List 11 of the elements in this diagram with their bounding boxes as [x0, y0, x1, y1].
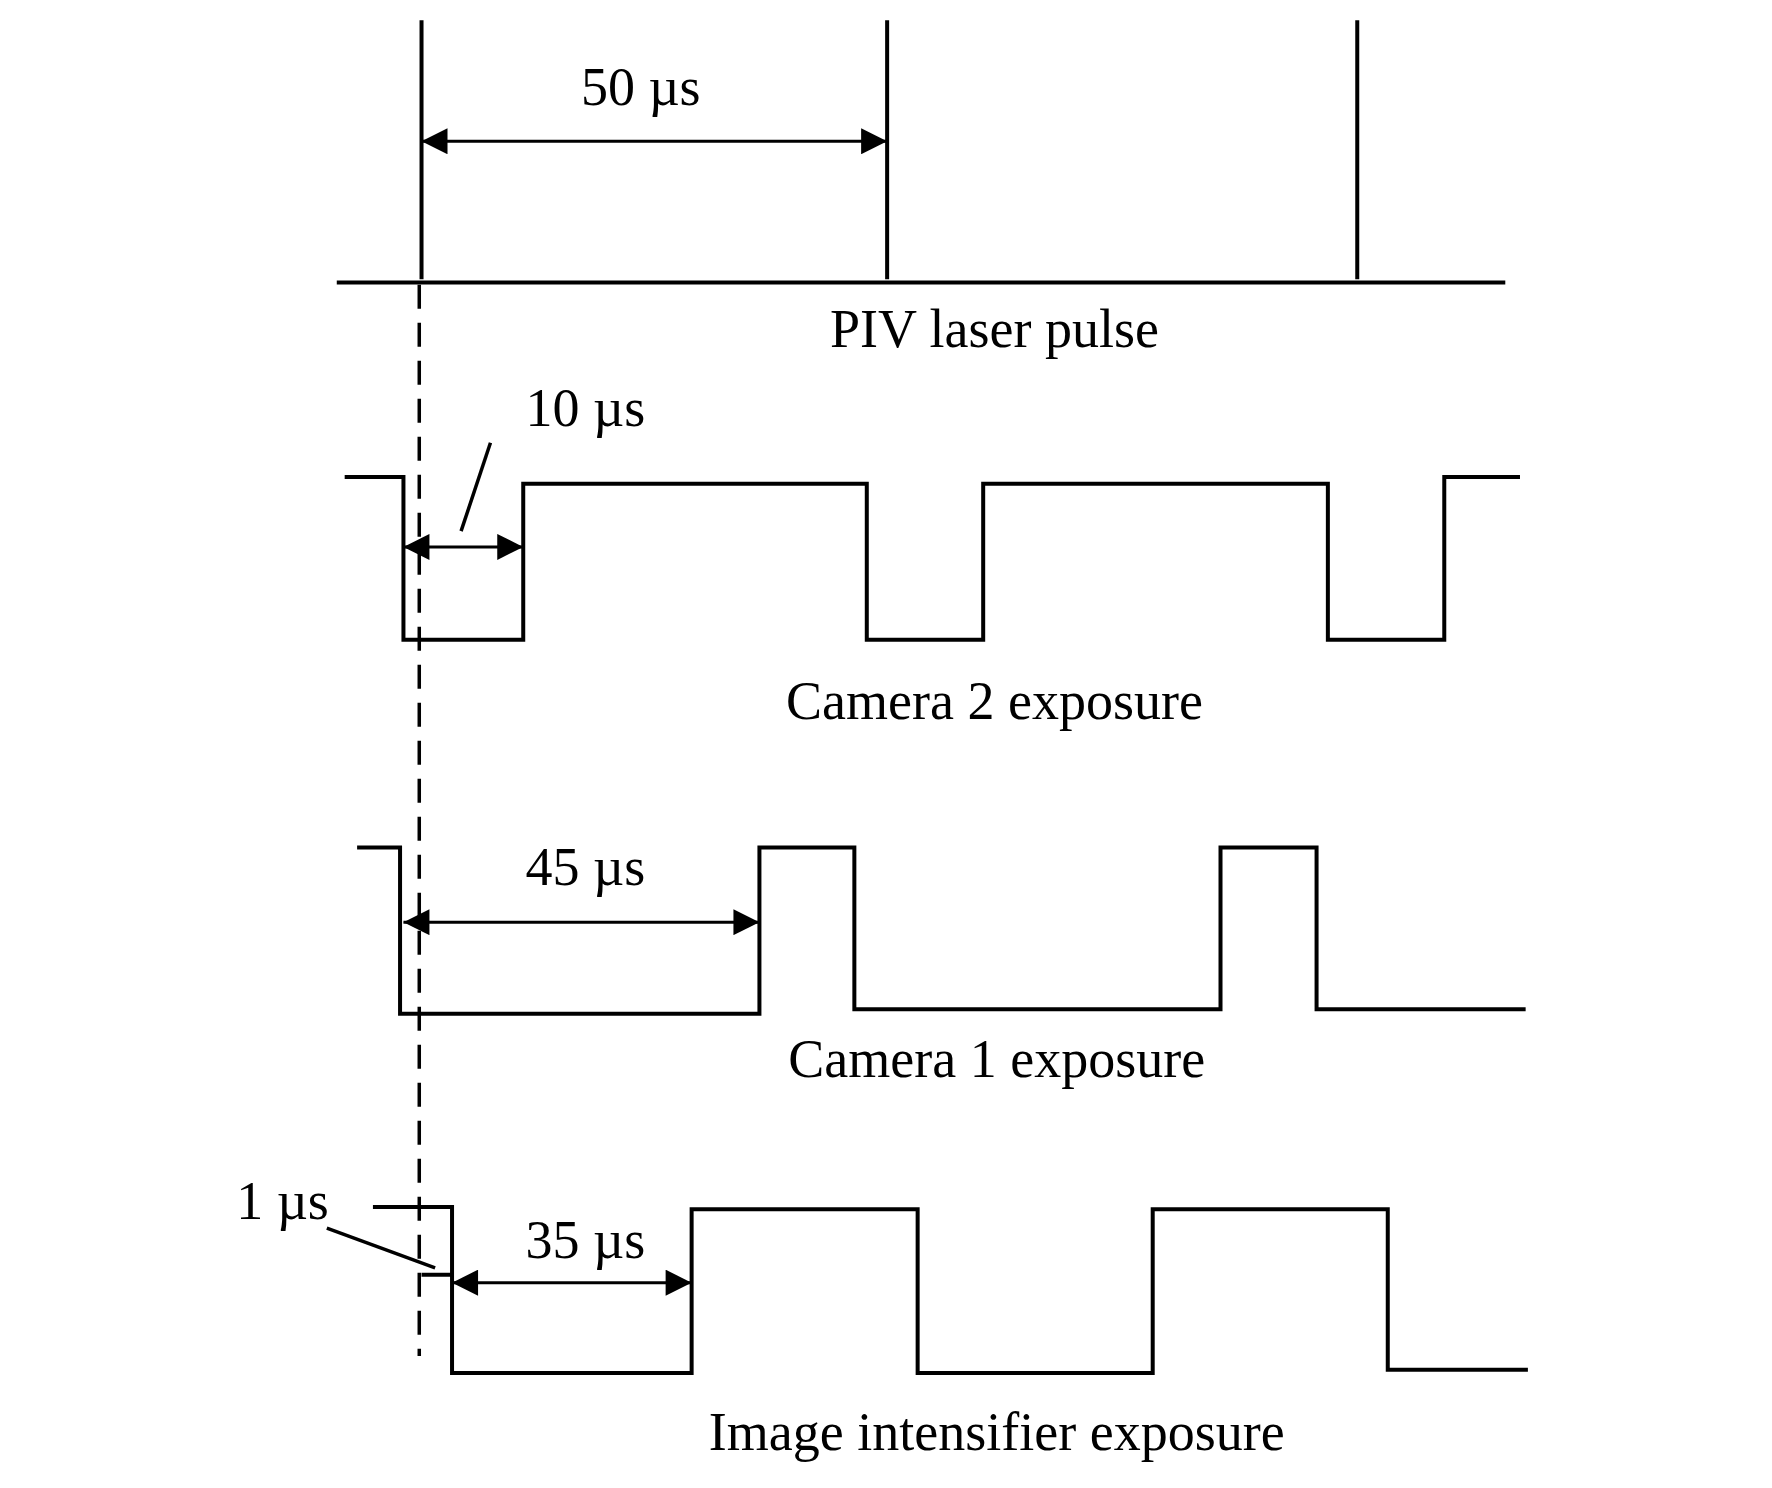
signal-label: Camera 2 exposure: [786, 672, 1203, 732]
signal-label: Image intensifier exposure: [708, 1403, 1285, 1463]
dimension-label: 35 µs: [525, 1211, 646, 1271]
dimension-label: 50 µs: [580, 58, 701, 118]
signal-label: PIV laser pulse: [830, 300, 1159, 360]
leader-line: [326, 1226, 436, 1270]
duration-label: 10 µs: [525, 379, 646, 439]
signal-label: Camera 1 exposure: [788, 1030, 1206, 1090]
dimension-label: 45 µs: [525, 838, 646, 898]
duration-label: 1 µs: [236, 1172, 329, 1233]
leader-line: [459, 442, 493, 532]
